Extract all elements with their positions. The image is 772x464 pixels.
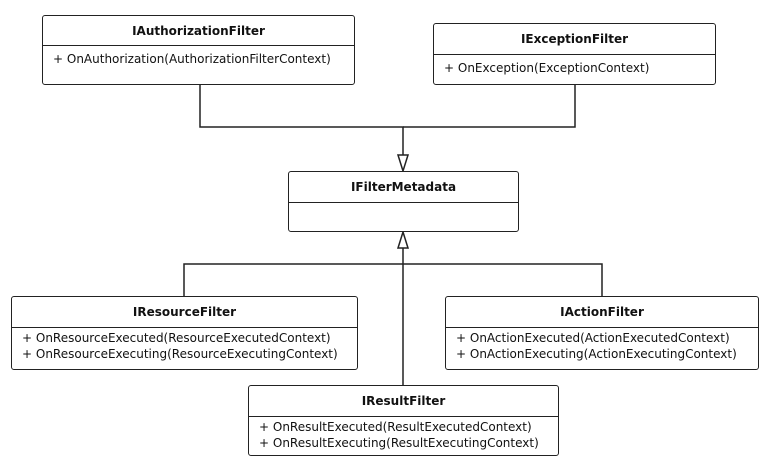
class-method: + OnResultExecuted(ResultExecutedContext…	[259, 420, 532, 434]
class-name: IActionFilter	[446, 297, 758, 328]
class-name: IAuthorizationFilter	[43, 16, 354, 46]
inheritance-arrowhead-top	[396, 154, 410, 174]
class-method: + OnResultExecuting(ResultExecutingConte…	[259, 436, 539, 450]
class-methods: + OnResourceExecuted(ResourceExecutedCon…	[12, 328, 357, 362]
class-methods: + OnAuthorization(AuthorizationFilterCon…	[43, 46, 354, 67]
class-box-iactionfilter: IActionFilter + OnActionExecuted(ActionE…	[445, 296, 759, 370]
class-box-iresourcefilter: IResourceFilter + OnResourceExecuted(Res…	[11, 296, 358, 370]
class-name: IExceptionFilter	[434, 24, 715, 55]
class-methods: + OnResultExecuted(ResultExecutedContext…	[249, 417, 558, 451]
class-box-iresultfilter: IResultFilter + OnResultExecuted(ResultE…	[248, 385, 559, 456]
class-methods-empty	[289, 203, 518, 205]
connector-authorization-to-metadata	[199, 85, 404, 155]
connector-resource-to-metadata	[183, 263, 403, 296]
connector-action-to-metadata	[403, 263, 603, 296]
class-name: IResultFilter	[249, 386, 558, 417]
class-box-iauthorizationfilter: IAuthorizationFilter + OnAuthorization(A…	[42, 15, 355, 85]
class-box-ifiltermetadata: IFilterMetadata	[288, 171, 519, 232]
class-method: + OnException(ExceptionContext)	[444, 61, 650, 75]
class-methods: + OnException(ExceptionContext)	[434, 55, 715, 76]
class-method: + OnResourceExecuting(ResourceExecutingC…	[22, 347, 338, 361]
class-method: + OnAuthorization(AuthorizationFilterCon…	[53, 52, 331, 66]
class-method: + OnActionExecuting(ActionExecutingConte…	[456, 347, 737, 361]
class-method: + OnResourceExecuted(ResourceExecutedCon…	[22, 331, 331, 345]
inheritance-arrowhead-bottom	[396, 229, 410, 249]
class-name: IFilterMetadata	[289, 172, 518, 203]
class-methods: + OnActionExecuted(ActionExecutedContext…	[446, 328, 758, 362]
connector-exception-to-metadata	[403, 85, 576, 128]
class-method: + OnActionExecuted(ActionExecutedContext…	[456, 331, 730, 345]
class-box-iexceptionfilter: IExceptionFilter + OnException(Exception…	[433, 23, 716, 85]
class-name: IResourceFilter	[12, 297, 357, 328]
